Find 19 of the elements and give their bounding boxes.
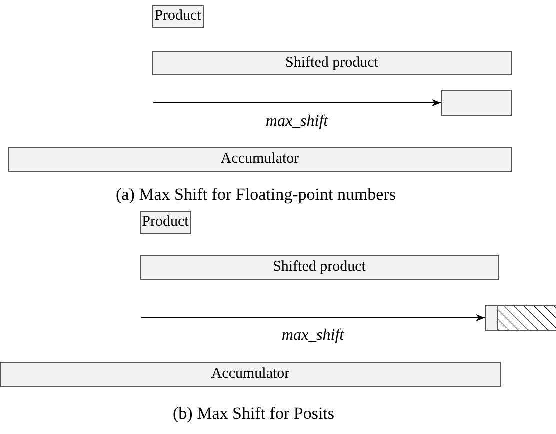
shaded-box <box>485 305 498 331</box>
edge-label: max_shift <box>264 113 330 131</box>
register-box <box>140 255 499 280</box>
shaded-box <box>441 90 512 116</box>
box-label: Accumulator <box>211 366 290 383</box>
box-label: Shifted product <box>286 54 378 72</box>
box-label: Product <box>142 214 189 231</box>
box-label: Accumulator <box>220 151 300 168</box>
figure-caption: (b) Max Shift for Posits <box>173 404 334 424</box>
edge-label: max_shift <box>280 327 346 345</box>
register-box <box>152 51 512 75</box>
hatched-box <box>497 305 556 331</box>
box-label: Product <box>154 8 202 25</box>
arrow <box>152 99 442 107</box>
register-box <box>0 362 501 387</box>
box-label: Shifted product <box>273 259 366 276</box>
register-box <box>8 147 512 172</box>
figure-caption: (a) Max Shift for Floating-point numbers <box>116 185 396 205</box>
arrow <box>140 314 486 322</box>
